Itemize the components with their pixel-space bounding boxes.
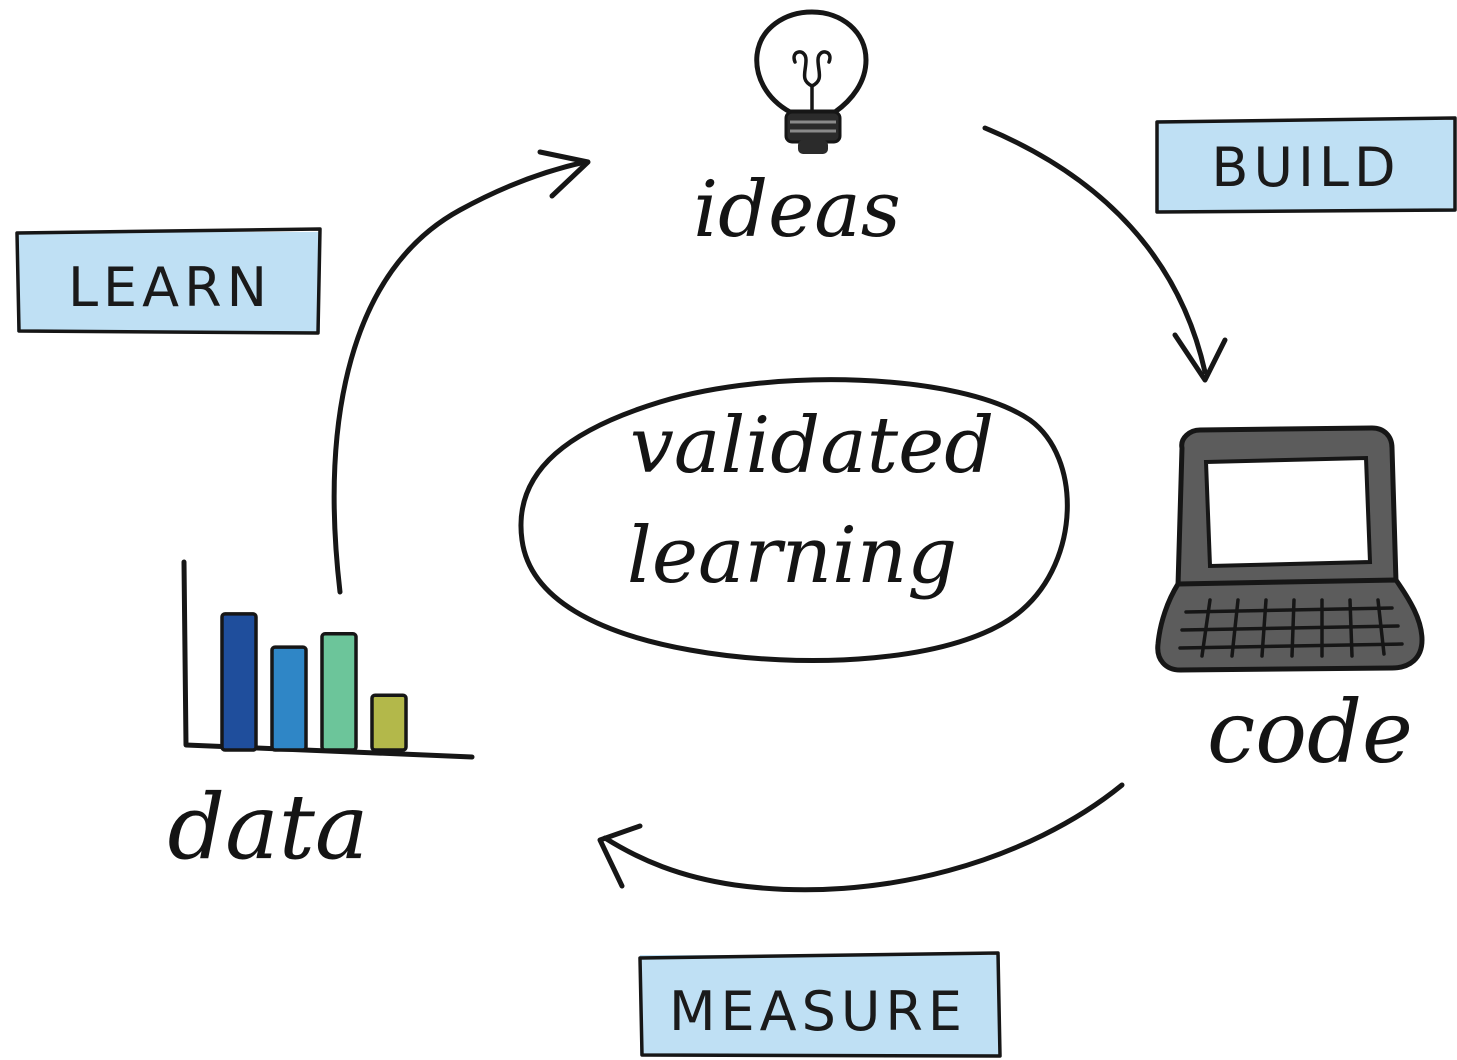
bar-chart-bar — [220, 612, 258, 752]
bar-chart-icon — [181, 559, 475, 760]
laptop-icon — [1155, 425, 1425, 673]
center-text-line1: validated — [630, 401, 994, 491]
bar-chart-bar — [370, 693, 408, 752]
lightbulb-icon — [754, 9, 869, 154]
center-oval — [518, 377, 1070, 663]
label-measure-box — [640, 955, 1000, 1055]
label-learn-text: LEARN — [68, 256, 272, 319]
node-data-label: data — [167, 775, 368, 880]
cycle-arrow-measure — [597, 782, 1125, 893]
label-build: BUILD — [1155, 116, 1457, 214]
center-text-line2: learning — [627, 511, 957, 601]
label-measure: MEASURE — [638, 951, 1002, 1058]
node-ideas-label: ideas — [693, 165, 901, 255]
cycle-arrow-learn — [331, 149, 591, 595]
label-learn-box — [17, 232, 320, 332]
bar-chart-bars — [220, 612, 408, 752]
label-measure-text: MEASURE — [669, 980, 967, 1043]
label-build-box — [1157, 120, 1455, 212]
label-build-text: BUILD — [1211, 136, 1400, 199]
label-learn: LEARN — [15, 227, 322, 335]
cycle-arrow-build — [982, 125, 1228, 383]
node-code-label: code — [1207, 683, 1413, 783]
bar-chart-bar — [270, 645, 308, 752]
bar-chart-bar — [320, 632, 358, 752]
